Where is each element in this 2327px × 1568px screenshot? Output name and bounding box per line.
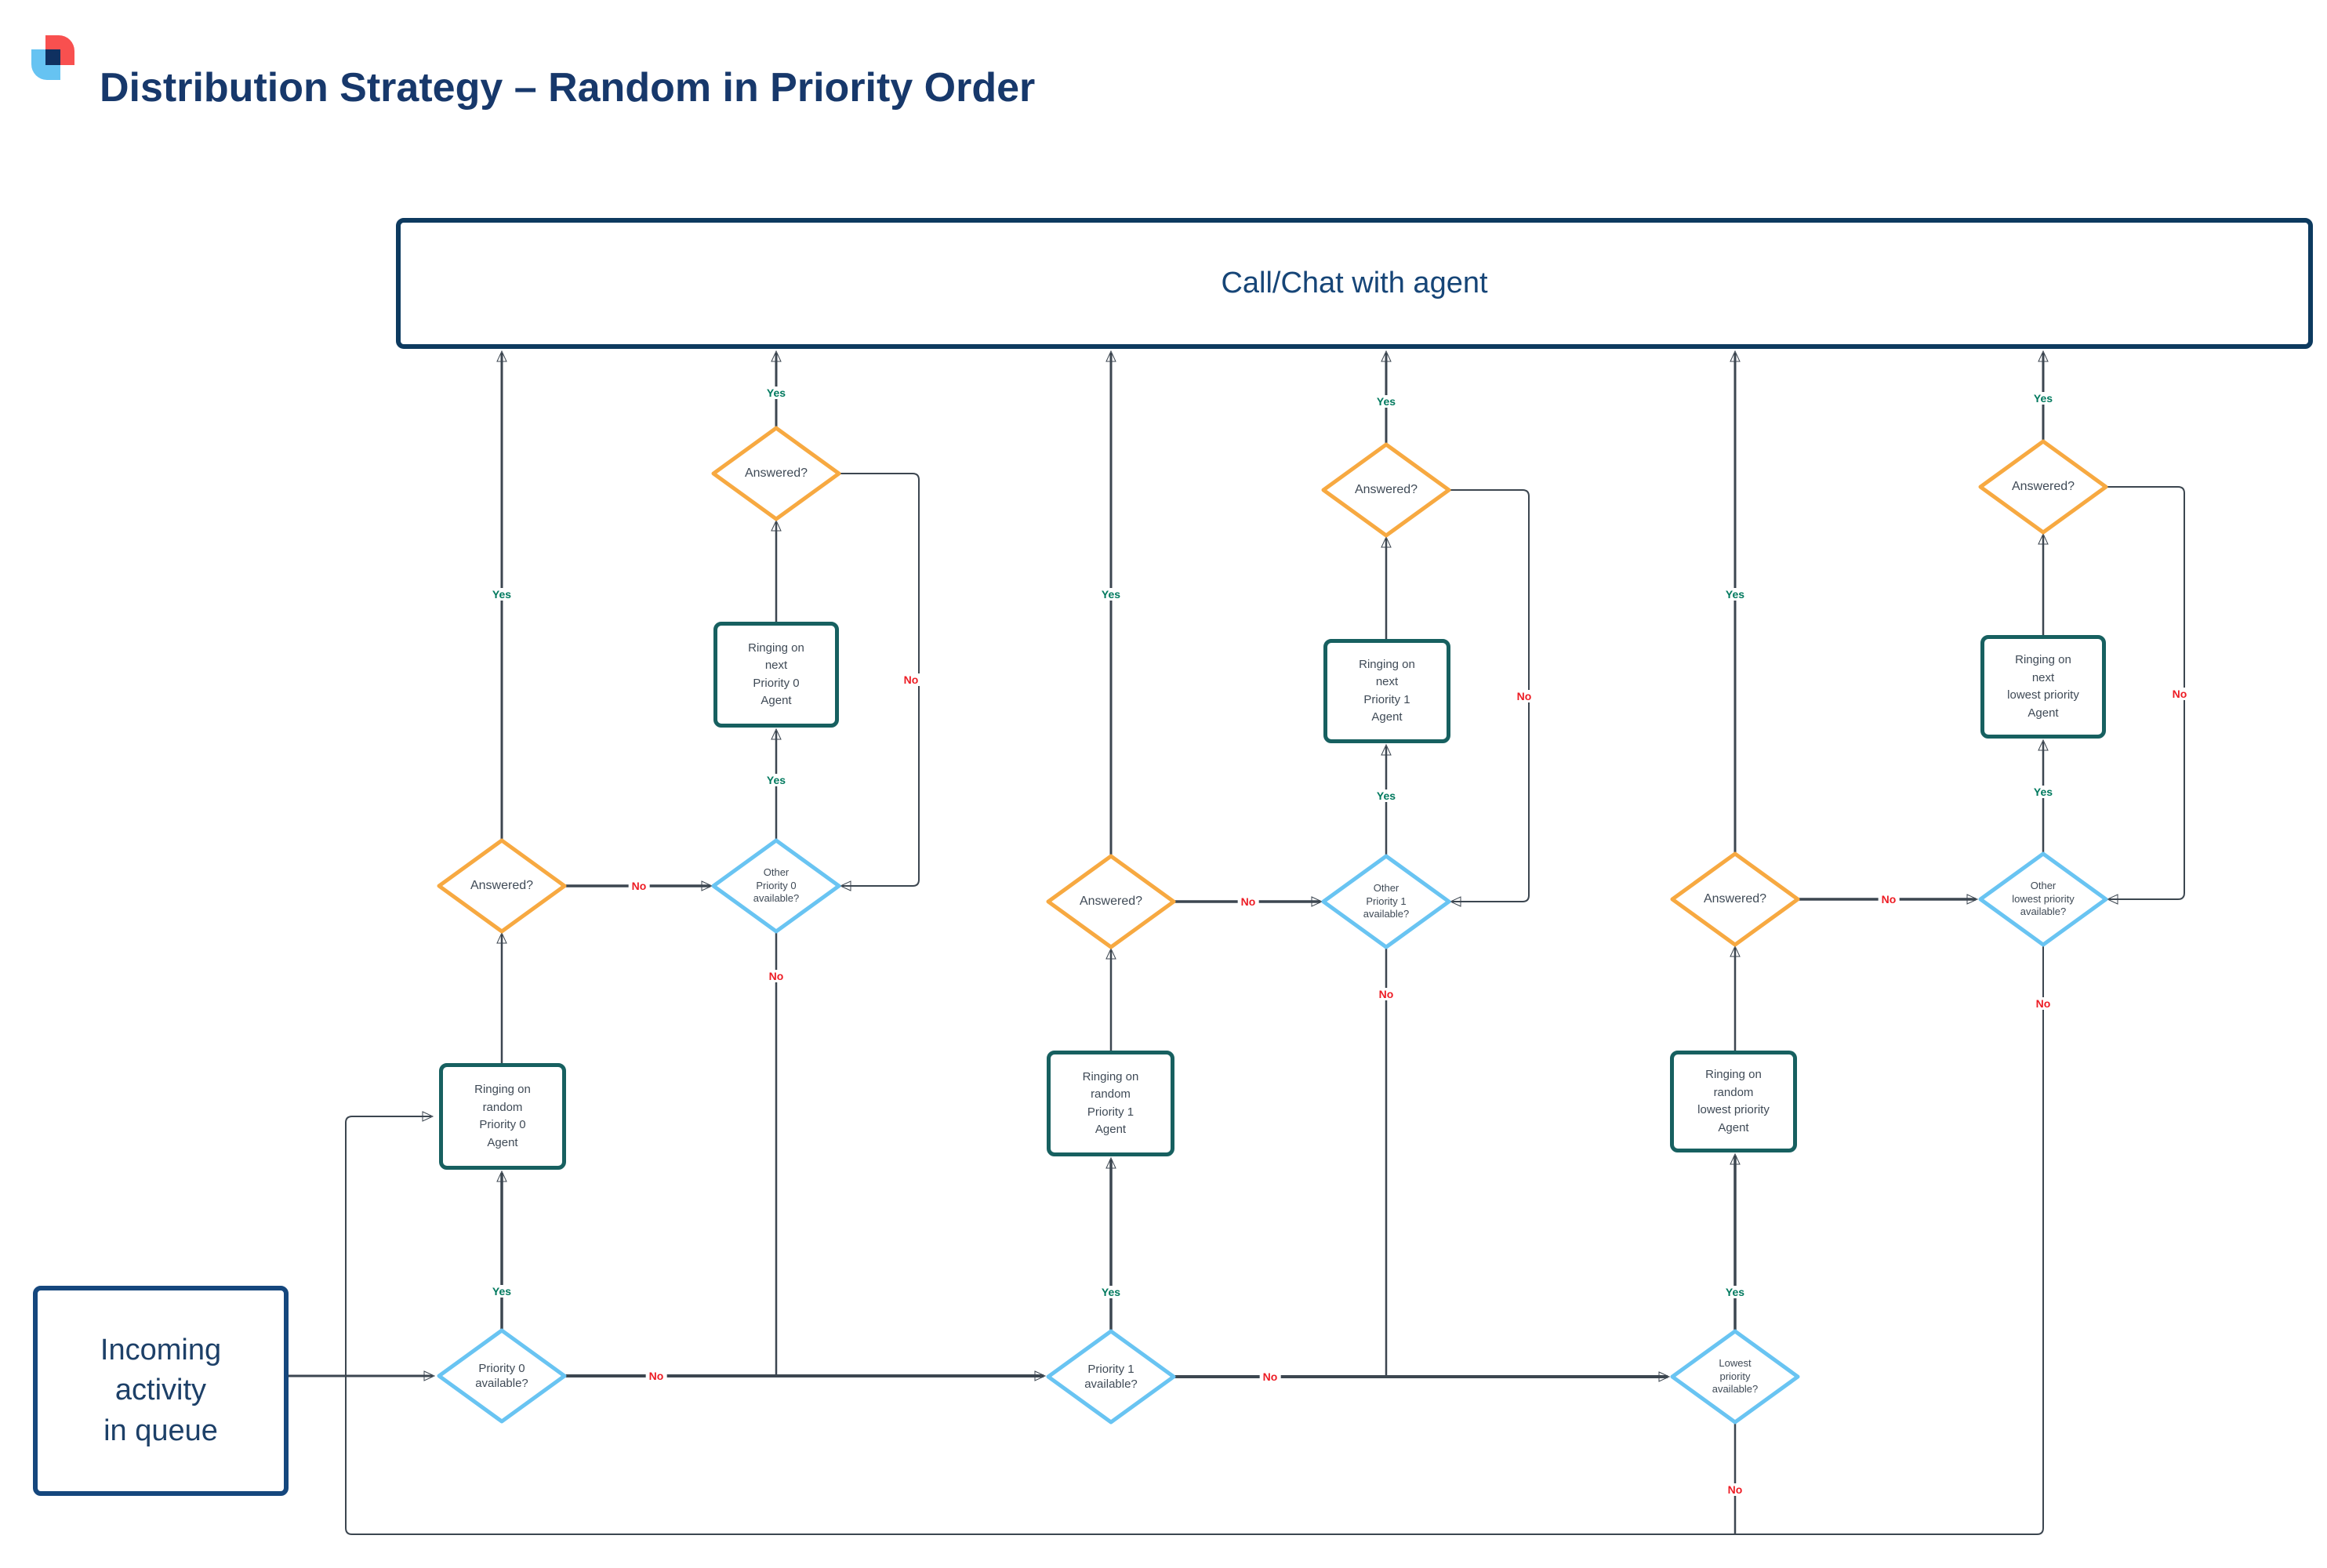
edge-label-yes: Yes [1373, 789, 1399, 802]
edge-label-yes: Yes [488, 588, 515, 601]
decision-other-priority-0-available: Other Priority 0 available? [710, 837, 843, 935]
decision-other-lowest-priority-available: Other lowest priority available? [1977, 850, 2110, 949]
diamond-shape-orange [1046, 854, 1176, 949]
connector-other3-no-feedback [345, 945, 2044, 1535]
edge-label-yes: Yes [763, 774, 790, 786]
diamond-shape-orange [1978, 439, 2108, 535]
edge-label-no: No [2032, 997, 2054, 1010]
edge-label-yes: Yes [1098, 588, 1124, 601]
process-ringing-random-priority-0: Ringing on random Priority 0 Agent [439, 1063, 566, 1170]
diamond-shape-blue [1321, 854, 1451, 949]
edge-label-yes: Yes [2030, 392, 2057, 405]
diamond-shape-blue [711, 838, 841, 934]
edge-label-yes: Yes [1722, 588, 1748, 601]
node-incoming-activity-in-queue: Incoming activity in queue [33, 1286, 289, 1496]
edge-label-no: No [645, 1370, 667, 1382]
edge-label-yes: Yes [1722, 1286, 1748, 1298]
diamond-shape-orange [1670, 851, 1800, 947]
node-call-chat-with-agent: Call/Chat with agent [396, 218, 2313, 349]
page-title: Distribution Strategy – Random in Priori… [100, 65, 1036, 111]
decision-answered-next-priority-1: Answered? [1320, 441, 1453, 539]
app-logo-icon [31, 35, 78, 82]
logo-navy-shape [45, 49, 60, 65]
edge-label-yes: Yes [488, 1285, 515, 1298]
edge-label-yes: Yes [1373, 395, 1399, 408]
diamond-shape-blue [437, 1328, 567, 1424]
decision-answered-lowest-priority: Answered? [1668, 850, 1802, 949]
process-ringing-next-priority-0: Ringing on next Priority 0 Agent [713, 622, 839, 728]
edge-label-no: No [1375, 988, 1397, 1000]
decision-answered-priority-0: Answered? [435, 837, 568, 935]
edge-label-no: No [900, 673, 922, 686]
process-ringing-next-lowest-priority: Ringing on next lowest priority Agent [1980, 635, 2106, 739]
diamond-shape-orange [437, 838, 567, 934]
decision-priority-1-available: Priority 1 available? [1044, 1327, 1178, 1426]
edge-label-no: No [1237, 895, 1259, 908]
decision-lowest-priority-available: Lowest priority available? [1668, 1327, 1802, 1426]
process-ringing-next-priority-1: Ringing on next Priority 1 Agent [1323, 639, 1450, 743]
edge-label-no: No [765, 970, 787, 982]
decision-priority-0-available: Priority 0 available? [435, 1327, 568, 1425]
edge-label-yes: Yes [2030, 786, 2057, 798]
edge-label-no: No [1259, 1370, 1281, 1383]
diamond-shape-blue [1046, 1329, 1176, 1425]
decision-answered-next-priority-0: Answered? [710, 424, 843, 523]
decision-other-priority-1-available: Other Priority 1 available? [1320, 852, 1453, 951]
edge-label-no: No [1513, 690, 1535, 702]
diamond-shape-orange [1321, 442, 1451, 538]
edge-label-no: No [1724, 1483, 1746, 1496]
diamond-shape-blue [1978, 851, 2108, 947]
process-ringing-random-lowest-priority: Ringing on random lowest priority Agent [1670, 1051, 1797, 1152]
diamond-shape-blue [1670, 1329, 1800, 1425]
edge-label-no: No [1878, 893, 1900, 906]
process-ringing-random-priority-1: Ringing on random Priority 1 Agent [1047, 1051, 1174, 1156]
decision-answered-next-lowest-priority: Answered? [1977, 437, 2110, 536]
edge-label-no: No [2169, 688, 2191, 700]
decision-answered-priority-1: Answered? [1044, 852, 1178, 951]
edge-label-no: No [628, 880, 650, 892]
diamond-shape-orange [711, 426, 841, 521]
edge-label-yes: Yes [1098, 1286, 1124, 1298]
edge-label-yes: Yes [763, 387, 790, 399]
